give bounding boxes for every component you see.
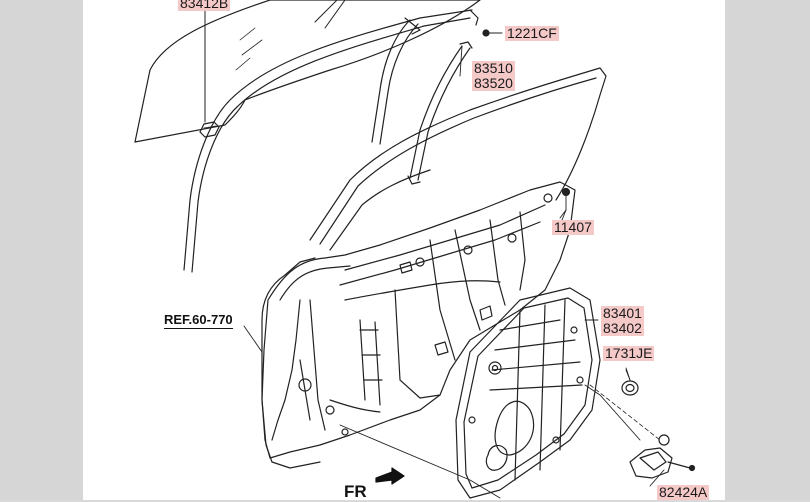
reference-label[interactable]: REF.60-770 [164,312,233,329]
part-label-1221cf[interactable]: 1221CF [505,25,559,41]
front-direction-label: FR [344,482,367,501]
nut-11407 [559,187,571,219]
bolt-1221cf [482,29,503,37]
door-inner-panel [261,181,576,459]
right-margin [725,0,810,500]
rear-vertical-channel [371,17,421,145]
regulator-module-panel [455,287,601,499]
door-frame-sash [309,67,607,251]
front-run-channel [183,9,479,273]
part-label-11407[interactable]: 11407 [552,219,594,235]
part-label-83402[interactable]: 83402 [601,320,644,336]
part-label-83510[interactable]: 83510 [472,60,515,76]
part-label-1731je[interactable]: 1731JE [603,345,655,361]
door-latch [629,434,696,479]
part-label-82424a[interactable]: 82424A [657,484,710,500]
assembly-dashed-line [589,384,661,441]
diagram-sheet [83,0,725,500]
front-direction-arrow [375,467,405,485]
left-margin [0,0,83,500]
leader-lines [243,45,665,499]
grommet-1731je [621,369,639,396]
glass-clip [199,4,220,138]
part-label-83401[interactable]: 83401 [601,305,644,321]
glass-run-strip [407,41,473,185]
part-label-83412b[interactable]: 83412B [178,0,231,11]
part-label-83520[interactable]: 83520 [472,75,515,91]
door-outer-edge [261,257,321,469]
door-glass [134,0,481,143]
